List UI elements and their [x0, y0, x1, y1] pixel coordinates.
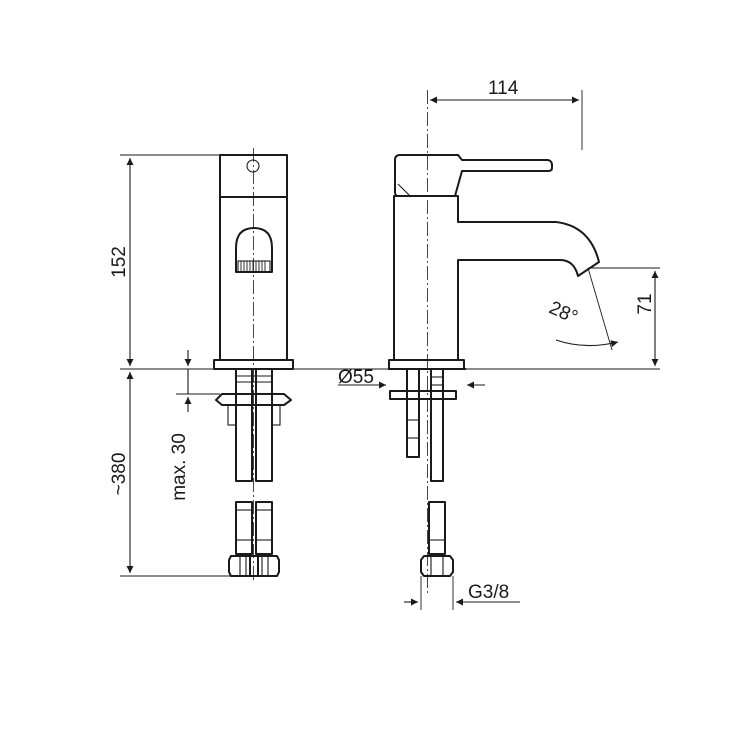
- front-hose-right: [255, 368, 273, 482]
- front-view: [213, 148, 294, 580]
- label-spout-angle: 28°: [546, 298, 581, 329]
- aerator-outlet: [235, 227, 273, 273]
- side-body-spout: [393, 195, 600, 361]
- label-spout-height: 71: [635, 293, 656, 314]
- side-connection-nut: [420, 555, 454, 577]
- label-spout-reach: 114: [488, 78, 519, 99]
- side-threaded-rod: [406, 368, 420, 458]
- dimension-lines: [120, 90, 660, 610]
- mounting-plate: [215, 393, 292, 406]
- front-hose-right-lower: [255, 501, 273, 555]
- label-connection-thread: G3/8: [468, 582, 509, 603]
- dim-spout-angle: [555, 339, 619, 348]
- aerator-mesh: [237, 260, 271, 273]
- front-hose-left-lower: [235, 501, 253, 555]
- label-body-height: 152: [109, 246, 130, 278]
- lever-screw-icon: [246, 159, 260, 173]
- label-base-diameter: Ø55: [338, 367, 374, 388]
- label-max-thickness: max. 30: [169, 433, 190, 501]
- side-lever: [394, 154, 553, 197]
- front-nut-right: [249, 555, 280, 577]
- front-hose-left: [235, 368, 253, 482]
- side-mounting-plate: [389, 390, 457, 400]
- side-base-flange: [388, 359, 465, 370]
- side-hose-lower: [428, 501, 446, 555]
- label-hose-length: ~380: [109, 453, 130, 496]
- side-hose-upper: [430, 368, 444, 482]
